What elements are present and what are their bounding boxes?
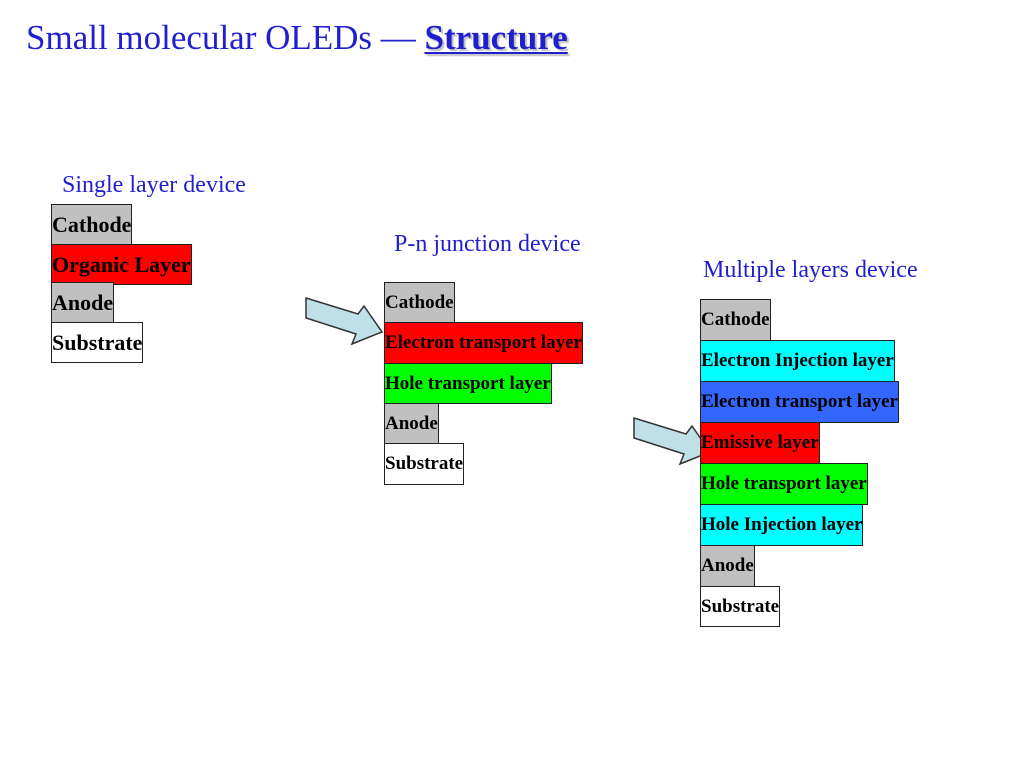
arrow-shape (305, 296, 384, 346)
device-2-layer-5: Substrate (384, 443, 465, 485)
device-3-layer-1: Cathode (700, 299, 771, 341)
device-3-layer-3: Electron transport layer (700, 381, 899, 423)
device-1-layer-2: Organic Layer (51, 244, 192, 285)
device-3-layer-2: Electron Injection layer (700, 340, 895, 382)
single-layer-device-stack: Cathode Organic Layer Anode Substrate (51, 204, 308, 363)
device-3-layer-6: Hole Injection layer (700, 504, 864, 546)
arrow-right-2 (633, 416, 712, 466)
device-3-layer-4: Emissive layer (700, 422, 820, 464)
single-layer-device-title: Single layer device (62, 172, 246, 198)
device-2-layer-2: Electron transport layer (384, 322, 583, 364)
pn-junction-device-title: P-n junction device (394, 231, 581, 257)
device-3-layer-5: Hole transport layer (700, 463, 868, 505)
device-2-layer-1: Cathode (384, 282, 455, 323)
arrow-shape (633, 416, 712, 466)
device-1-layer-4: Substrate (51, 322, 144, 363)
slide-title-emphasis: Structure (424, 18, 568, 57)
device-3-layer-7: Anode (700, 545, 755, 587)
device-2-layer-4: Anode (384, 403, 439, 444)
device-1-layer-3: Anode (51, 282, 115, 323)
slide-title-prefix: Small molecular OLEDs — (26, 18, 425, 57)
device-1-layer-1: Cathode (51, 204, 133, 245)
device-3-layer-8: Substrate (700, 586, 781, 627)
pn-junction-device-stack: Cathode Electron transport layer Hole tr… (384, 282, 641, 485)
device-2-layer-3: Hole transport layer (384, 363, 552, 404)
multiple-layers-device-stack: Cathode Electron Injection layer Electro… (700, 299, 957, 627)
slide-title: Small molecular OLEDs — Structure (26, 18, 568, 58)
arrow-right-1 (305, 296, 384, 346)
multiple-layers-device-title: Multiple layers device (703, 257, 918, 283)
